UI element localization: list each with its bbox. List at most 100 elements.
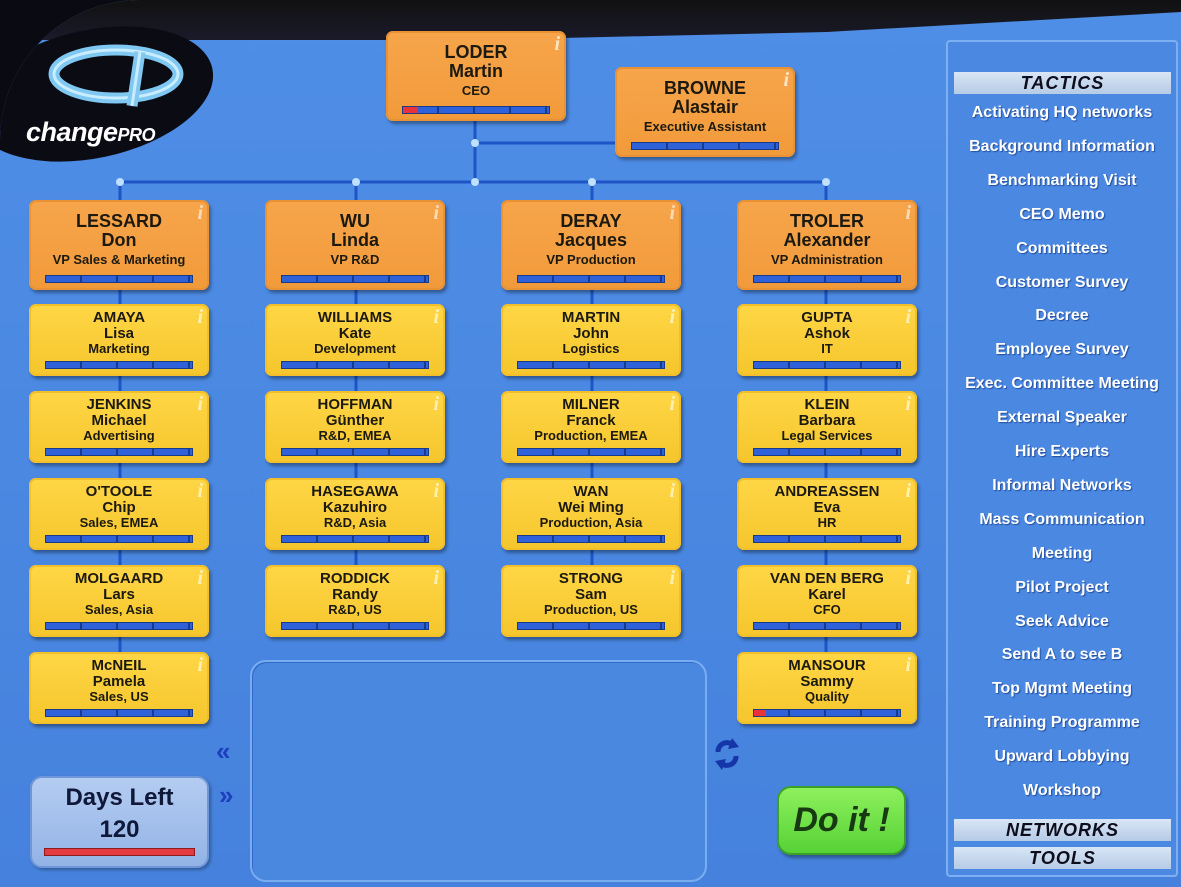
tactic-item[interactable]: Mass Communication [979, 510, 1145, 528]
tools-header[interactable]: TOOLS [954, 847, 1171, 869]
employee-title: VP Production [546, 251, 636, 267]
employee-title: VP Sales & Marketing [52, 251, 186, 267]
employee-last-name: ANDREASSEN [774, 483, 880, 500]
info-icon[interactable]: i [197, 306, 203, 328]
info-icon[interactable]: i [905, 480, 911, 502]
support-progress-bar [517, 361, 665, 369]
info-icon[interactable]: i [197, 393, 203, 415]
tactic-item[interactable]: Committees [1016, 239, 1108, 257]
employee-last-name: McNEIL [91, 657, 147, 674]
info-icon[interactable]: i [554, 33, 560, 55]
tactic-item[interactable]: Pilot Project [1015, 578, 1109, 596]
networks-header[interactable]: NETWORKS [954, 819, 1171, 841]
tactic-item[interactable]: Meeting [1031, 544, 1093, 562]
info-icon[interactable]: i [197, 202, 203, 224]
info-icon[interactable]: i [433, 480, 439, 502]
info-icon[interactable]: i [197, 480, 203, 502]
do-it-button[interactable]: Do it ! [777, 786, 906, 855]
tactic-item[interactable]: CEO Memo [1019, 205, 1105, 223]
info-icon[interactable]: i [433, 567, 439, 589]
tactic-item[interactable]: Top Mgmt Meeting [991, 680, 1133, 698]
employee-last-name: MOLGAARD [74, 570, 164, 587]
employee-last-name: BROWNE [664, 78, 746, 98]
support-progress-bar [753, 535, 901, 543]
info-icon[interactable]: i [905, 567, 911, 589]
support-progress-bar [281, 535, 429, 543]
tactic-item[interactable]: Informal Networks [992, 476, 1132, 494]
employee-first-name: Kate [338, 324, 372, 342]
employee-last-name: HOFFMAN [317, 396, 393, 413]
info-icon[interactable]: i [669, 480, 675, 502]
info-icon[interactable]: i [669, 306, 675, 328]
info-icon[interactable]: i [433, 393, 439, 415]
tactic-item[interactable]: Activating HQ networks [971, 104, 1153, 121]
employee-card-loder[interactable]: LODER Martin CEO i [386, 31, 566, 121]
tactic-item[interactable]: Workshop [1023, 782, 1101, 799]
tactic-item[interactable]: Background Information [969, 137, 1155, 155]
tactic-item[interactable]: Decree [1035, 307, 1089, 325]
info-icon[interactable]: i [669, 393, 675, 415]
info-icon[interactable]: i [669, 567, 675, 589]
employee-title: Sales, Asia [84, 601, 154, 617]
employee-card-browne[interactable]: BROWNE Alastair Executive Assistant i [615, 67, 795, 157]
employee-last-name: STRONG [558, 570, 624, 587]
support-progress-bar [517, 535, 665, 543]
info-icon[interactable]: i [905, 654, 911, 676]
scroll-up-arrow[interactable]: « [216, 736, 231, 766]
info-icon[interactable]: i [783, 69, 789, 91]
tactic-item[interactable]: Benchmarking Visit [987, 171, 1137, 189]
tactic-item[interactable]: Seek Advice [1015, 612, 1109, 630]
support-progress-bar [45, 535, 193, 543]
info-icon[interactable]: i [669, 202, 675, 224]
info-icon[interactable]: i [433, 202, 439, 224]
tactic-item[interactable]: Exec. Committee Meeting [965, 375, 1159, 393]
info-icon[interactable]: i [433, 306, 439, 328]
employee-first-name: Alastair [671, 96, 739, 117]
employee-last-name: KLEIN [804, 396, 850, 413]
tactic-item[interactable]: Employee Survey [995, 341, 1129, 359]
refresh-icon[interactable] [712, 734, 742, 774]
tactic-item[interactable]: Hire Experts [1014, 443, 1110, 460]
info-icon[interactable]: i [905, 393, 911, 415]
info-icon[interactable]: i [905, 202, 911, 224]
info-icon[interactable]: i [197, 567, 203, 589]
tactics-header[interactable]: TACTICS [954, 72, 1171, 94]
info-icon[interactable]: i [905, 306, 911, 328]
tactic-item[interactable]: Customer Survey [995, 273, 1129, 291]
employee-last-name: WU [340, 211, 370, 231]
scroll-down-arrow[interactable]: » [219, 780, 234, 810]
days-left-value: 120 [99, 816, 140, 843]
support-progress-bar [753, 275, 901, 283]
tactic-item[interactable]: External Speaker [997, 409, 1127, 427]
tactic-item[interactable]: Training Programme [984, 714, 1140, 732]
tactic-item[interactable]: Upward Lobbying [994, 748, 1130, 766]
support-progress-bar [753, 622, 901, 630]
tactic-item[interactable]: Send A to see B [1001, 646, 1123, 664]
employee-title: R&D, Asia [323, 514, 387, 530]
info-icon[interactable]: i [197, 654, 203, 676]
employee-title: Quality [804, 688, 850, 704]
employee-last-name: MILNER [562, 396, 620, 413]
